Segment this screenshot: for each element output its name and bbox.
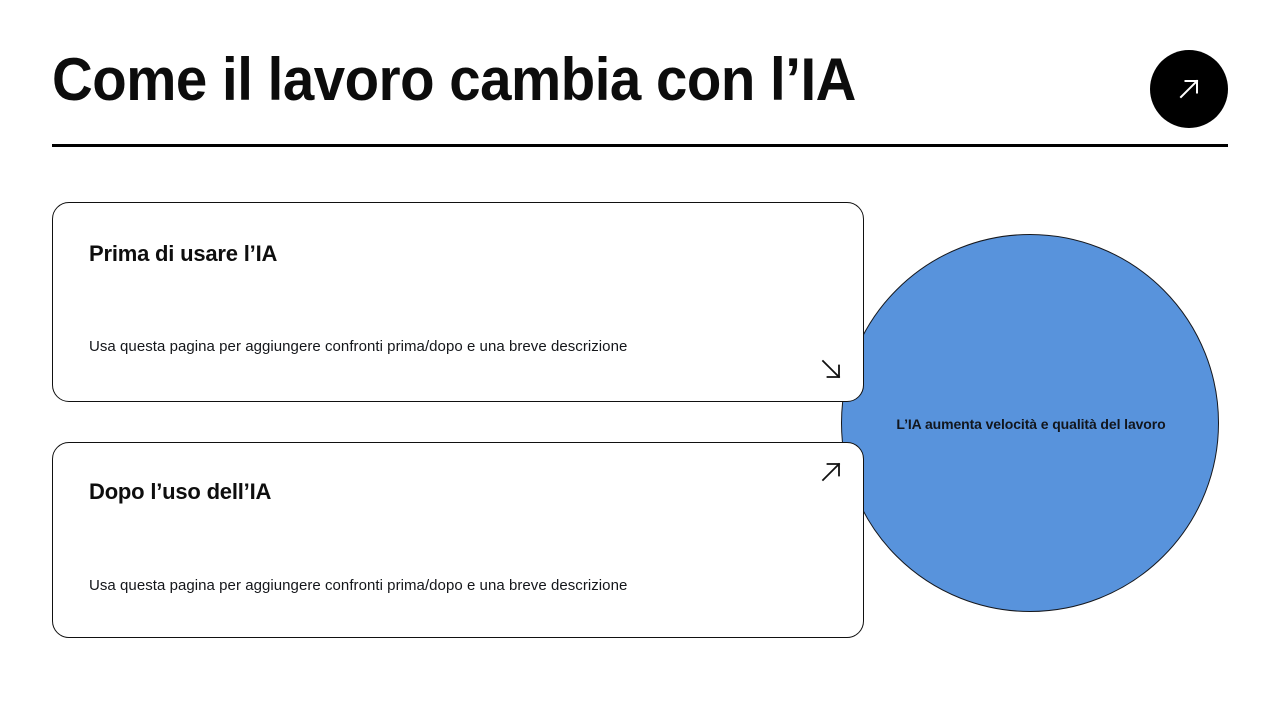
- slide-header: Come il lavoro cambia con l’IA: [52, 36, 1228, 148]
- arrow-up-right-icon[interactable]: [819, 460, 845, 486]
- page-title: Come il lavoro cambia con l’IA: [52, 46, 856, 113]
- arrow-up-right-icon: [1172, 72, 1206, 106]
- card-before-heading: Prima di usare l’IA: [89, 241, 278, 266]
- accent-circle-label: L’IA aumenta velocità e qualità del lavo…: [896, 415, 1166, 432]
- card-before-ai[interactable]: Prima di usare l’IA Usa questa pagina pe…: [52, 202, 864, 402]
- card-after-heading: Dopo l’uso dell’IA: [89, 479, 272, 504]
- card-before-body: Usa questa pagina per aggiungere confron…: [89, 338, 628, 355]
- header-divider: [52, 144, 1228, 147]
- card-after-body: Usa questa pagina per aggiungere confron…: [89, 577, 628, 594]
- arrow-down-right-icon[interactable]: [819, 357, 845, 383]
- card-after-ai[interactable]: Dopo l’uso dell’IA Usa questa pagina per…: [52, 442, 864, 638]
- header-badge-button[interactable]: [1150, 50, 1228, 128]
- accent-circle: L’IA aumenta velocità e qualità del lavo…: [841, 234, 1219, 612]
